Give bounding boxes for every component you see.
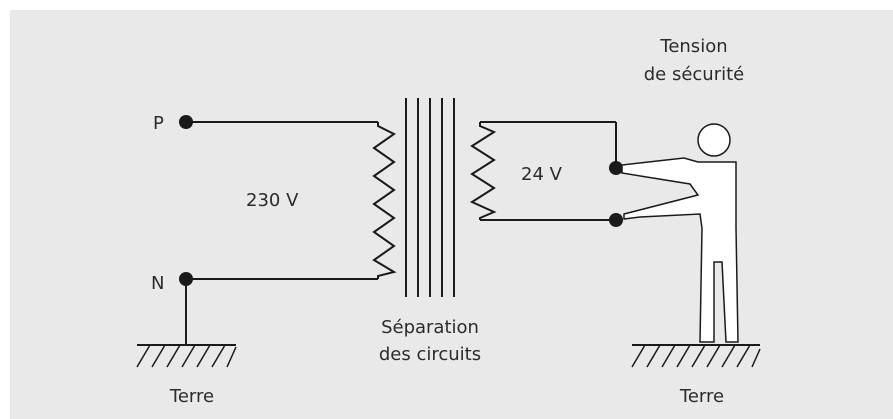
label-earth-right: Terre — [679, 386, 724, 407]
primary-coil — [372, 122, 397, 279]
label-secondary-voltage: 24 V — [521, 164, 563, 185]
person-body — [621, 157, 739, 343]
transformer-core — [405, 98, 455, 297]
label-p: P — [153, 113, 164, 134]
secondary-terminal-bottom — [609, 213, 623, 227]
label-separation-line2: des circuits — [379, 344, 481, 365]
primary-circuit — [179, 115, 397, 286]
label-n: N — [151, 273, 164, 294]
person-head — [697, 123, 731, 157]
person-figure — [621, 123, 739, 343]
terminal-p — [179, 115, 193, 129]
secondary-coil — [469, 122, 497, 220]
earth-left — [136, 279, 237, 368]
label-earth-left: Terre — [169, 386, 214, 407]
ground-hatch-right — [631, 344, 761, 368]
label-separation-line1: Séparation — [381, 317, 479, 338]
label-safety-line1: Tension — [659, 36, 727, 57]
secondary-terminal-top — [609, 161, 623, 175]
earth-right — [631, 344, 761, 368]
secondary-circuit — [469, 121, 623, 227]
ground-hatch-left — [136, 344, 237, 368]
label-safety-line2: de sécurité — [644, 64, 745, 85]
label-primary-voltage: 230 V — [246, 190, 299, 211]
